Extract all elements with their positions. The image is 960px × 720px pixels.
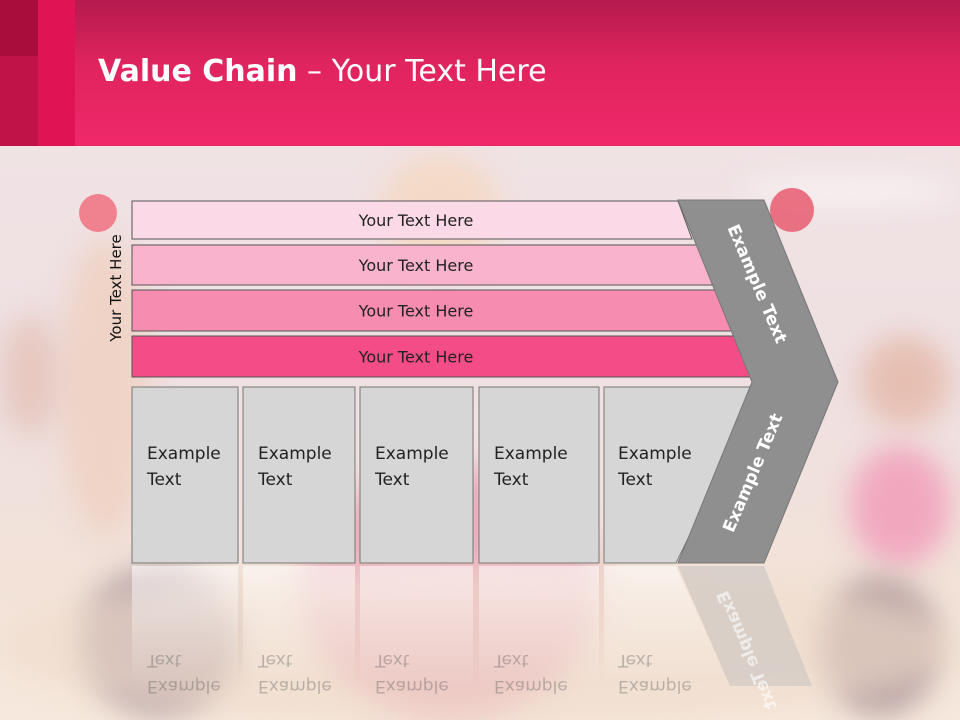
activity-box-reflection [132, 566, 238, 686]
activity-box-reflection [243, 566, 355, 686]
activity-box-label: Text [257, 470, 293, 490]
activity-box-reflection [360, 566, 473, 686]
activity-box-2 [242, 386, 356, 564]
header-accent-block [0, 0, 38, 56]
activity-box-label: Example [375, 444, 449, 464]
margin-chevron: Example Text Example Text [677, 199, 839, 564]
chevron-shape [677, 199, 839, 564]
support-row-label-4: Your Text Here [358, 348, 474, 367]
activity-box-label: Text [617, 470, 653, 490]
activity-box-label: Example [258, 444, 332, 464]
activity-box-reflection-label: Example [258, 676, 332, 696]
support-row-label-1: Your Text Here [358, 211, 474, 230]
title-rest: – Your Text Here [297, 54, 547, 89]
activity-box-1 [131, 386, 239, 564]
activity-box-reflection-label: Example [147, 676, 221, 696]
activity-box-reflection-label: Example [375, 676, 449, 696]
activity-box-reflection-label: Example [618, 676, 692, 696]
activity-box-reflection-label: Text [617, 650, 653, 670]
activity-box-label: Example [147, 444, 221, 464]
activity-box-reflection-label: Text [146, 650, 182, 670]
activity-box-reflection-label: Text [493, 650, 529, 670]
activity-box-reflection [604, 566, 730, 686]
support-row-label-2: Your Text Here [358, 256, 474, 275]
activity-box-4 [478, 386, 600, 564]
header-accent-band [38, 0, 75, 146]
chevron-reflection [678, 566, 812, 686]
activity-box-reflection-label: Text [257, 650, 293, 670]
header-bar: Value Chain – Your Text Here [0, 0, 960, 146]
activity-box-label: Example [618, 444, 692, 464]
activity-box-label: Text [493, 470, 529, 490]
activity-box-label: Example [494, 444, 568, 464]
activity-box-label: Text [146, 470, 182, 490]
slide-title: Value Chain – Your Text Here [98, 54, 547, 89]
activity-box-5 [603, 386, 763, 564]
support-row-1 [131, 200, 693, 240]
activity-box-3 [359, 386, 474, 564]
dumbbell-left [79, 194, 117, 232]
side-label: Your Text Here [107, 234, 125, 342]
dumbbell-right [770, 188, 814, 232]
activity-box-reflection-label: Text [374, 650, 410, 670]
activity-box-reflection-label: Example [494, 676, 568, 696]
activity-box-label: Text [374, 470, 410, 490]
title-bold: Value Chain [98, 54, 298, 89]
support-row-label-3: Your Text Here [358, 302, 474, 321]
activity-box-reflection [479, 566, 599, 686]
